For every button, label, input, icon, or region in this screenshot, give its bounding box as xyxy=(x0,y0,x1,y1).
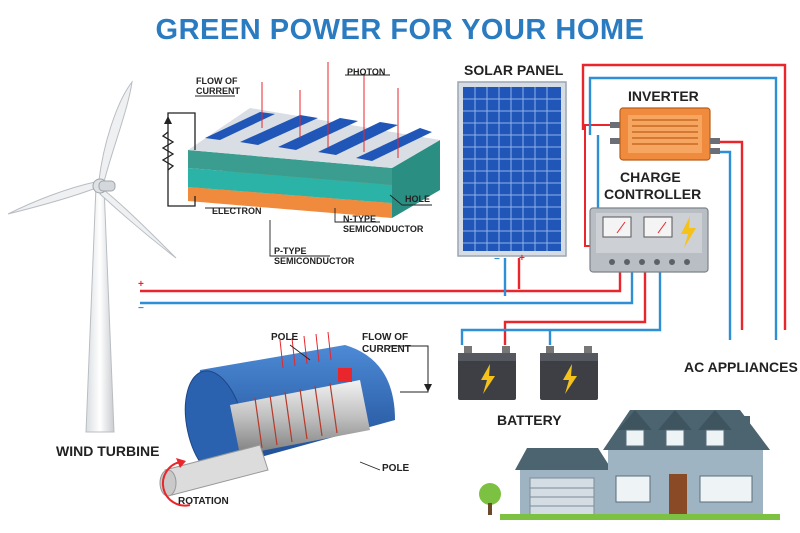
generator-windings xyxy=(254,382,338,449)
panel-grid xyxy=(463,87,561,251)
cell-strip-3 xyxy=(278,118,358,150)
turbine-minus-symbol: − xyxy=(138,303,144,314)
rotation-arrow xyxy=(161,461,191,507)
meter-right xyxy=(643,216,673,238)
generator xyxy=(159,331,432,507)
wire-turbine-positive xyxy=(140,268,622,293)
battery-left xyxy=(458,346,516,400)
generator-poles-top xyxy=(279,331,332,369)
inverter-label: INVERTER xyxy=(628,88,699,104)
pole-top-label: POLE xyxy=(271,332,299,343)
flow-of-current-gen-label-1: FLOW OF xyxy=(362,332,409,343)
pole-bottom-label: POLE xyxy=(382,463,410,474)
meter-left xyxy=(602,216,632,238)
gen-current-loop xyxy=(390,345,429,393)
flow-of-current-cell-label-1: FLOW OF xyxy=(196,76,238,86)
turbine-tower xyxy=(85,185,115,433)
cell-resistor xyxy=(161,131,175,171)
electron-label: ELECTRON xyxy=(212,206,262,216)
wire-battery-link xyxy=(548,330,552,345)
hole-label: HOLE xyxy=(405,194,431,204)
wind-turbine-label: WIND TURBINE xyxy=(56,443,160,459)
brush-block xyxy=(338,368,352,382)
solar-panel-label: SOLAR PANEL xyxy=(464,62,564,78)
solar-panel xyxy=(457,81,567,257)
p-type-label-2: SEMICONDUCTOR xyxy=(274,256,355,266)
cell-strip-5 xyxy=(356,128,432,161)
battery-bolt-icon xyxy=(481,364,495,394)
flow-of-current-cell-label-2: CURRENT xyxy=(196,86,240,96)
battery-label: BATTERY xyxy=(497,412,562,428)
cell-front-p-layer xyxy=(188,187,392,218)
panel-face xyxy=(463,87,561,251)
controller-bolt-icon xyxy=(681,216,696,248)
wire-inv-right-blue xyxy=(712,150,732,340)
wire-ac-red-outer xyxy=(581,63,787,330)
tree-icon xyxy=(479,483,501,505)
wire-turbine-negative xyxy=(140,268,634,305)
turbine-plus-symbol: + xyxy=(138,279,144,290)
cell-front-n-layer xyxy=(188,168,392,203)
wire-inv-right-red xyxy=(712,140,744,330)
ac-appliances-label: AC APPLIANCES xyxy=(684,359,798,375)
wire-battery-negative xyxy=(460,268,662,345)
wire-battery-positive xyxy=(503,268,647,345)
p-type-label-1: P-TYPE xyxy=(274,246,307,256)
turbine-blade-right xyxy=(99,189,177,259)
cell-strip-4 xyxy=(318,122,398,155)
batteries xyxy=(458,346,598,400)
solar-cell-diagram xyxy=(161,62,440,257)
turbine-blade-left xyxy=(7,181,97,215)
n-type-label-2: SEMICONDUCTOR xyxy=(343,224,424,234)
wire-ac-blue-outer xyxy=(588,76,778,340)
cell-strip-1 xyxy=(205,112,275,140)
photon-label: PHOTON xyxy=(347,67,386,77)
photon-rays xyxy=(261,62,399,158)
leader-lines xyxy=(195,74,432,257)
charge-controller-label-1: CHARGE xyxy=(620,169,681,185)
cell-strip-2 xyxy=(240,115,318,145)
cell-side xyxy=(392,140,440,218)
turbine-nacelle xyxy=(98,180,116,192)
generator-rotor xyxy=(230,380,370,455)
inverter xyxy=(610,107,720,161)
cell-circuit xyxy=(167,112,196,207)
charge-controller xyxy=(589,207,709,273)
flow-of-current-gen-label-2: CURRENT xyxy=(362,344,411,355)
turbine-blade-up xyxy=(98,80,133,183)
battery-bolt-icon xyxy=(563,364,577,394)
n-type-label-1: N-TYPE xyxy=(343,214,377,224)
house-door xyxy=(669,474,687,515)
page-title: GREEN POWER FOR YOUR HOME xyxy=(155,14,645,46)
rotation-label: ROTATION xyxy=(178,496,229,507)
house-left-roof xyxy=(515,448,612,470)
battery-right xyxy=(540,346,598,400)
house xyxy=(479,410,780,520)
cell-current-arrow xyxy=(164,116,172,124)
cell-front-top xyxy=(188,150,392,185)
panel-minus-symbol: − xyxy=(494,254,500,265)
wind-turbine xyxy=(7,80,177,433)
charge-controller-label-2: CONTROLLER xyxy=(604,186,702,202)
panel-plus-symbol: + xyxy=(519,253,525,264)
